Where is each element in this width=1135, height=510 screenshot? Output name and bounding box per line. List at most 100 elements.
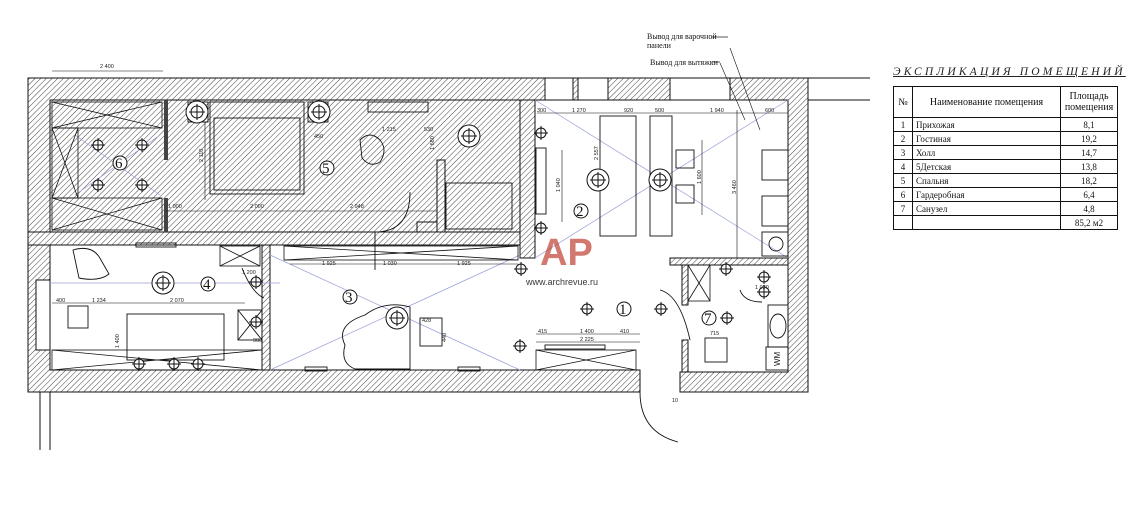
dim-label: 920 (624, 108, 633, 114)
dim-label: 2 000 (250, 204, 264, 210)
watermark-url: www.archrevue.ru (525, 277, 598, 287)
dim-label: 1 200 (242, 270, 256, 276)
row-num: 6 (893, 187, 913, 202)
dim-label: 2 400 (100, 64, 114, 70)
row-area: 4,8 (1060, 201, 1118, 216)
row-num: 4 (893, 159, 913, 174)
row-name: Холл (912, 145, 1061, 160)
row-name: Гостиная (912, 131, 1061, 146)
dim-label: 1 234 (92, 298, 106, 304)
dim-label: 1 400 (580, 329, 594, 335)
dim-label: 500 (655, 108, 664, 114)
room-schedule: ЭКСПЛИКАЦИЯ ПОМЕЩЕНИЙ № Наименование пом… (893, 66, 1126, 230)
dim-label: 428 (422, 318, 431, 324)
dim-label: 1 030 (383, 261, 397, 267)
watermark-logo: АР (540, 232, 593, 274)
dim-label: 1 940 (710, 108, 724, 114)
dimension-labels: 2 400 1 000 2 000 2 948 2 110 450 1 215 … (56, 64, 774, 404)
dim-label: 2 948 (350, 204, 364, 210)
washbasin (767, 304, 789, 348)
header-name: Наименование помещения (912, 86, 1061, 118)
schedule-title: ЭКСПЛИКАЦИЯ ПОМЕЩЕНИЙ (893, 66, 1126, 78)
dim-label: 10 (672, 398, 678, 404)
dim-label: 1 020 (755, 285, 769, 291)
row-num: 3 (893, 145, 913, 160)
dim-label: 600 (765, 108, 774, 114)
row-num: 5 (893, 173, 913, 188)
row-area: 14,7 (1060, 145, 1118, 160)
header-num: № (893, 86, 913, 118)
dim-label: 450 (314, 134, 323, 140)
dim-label: 1 400 (115, 334, 121, 348)
dim-label: 1 600 (697, 170, 703, 184)
dim-label: 1 925 (457, 261, 471, 267)
dim-label: 900 (253, 338, 262, 344)
dim-label: 1 270 (572, 108, 586, 114)
dim-label: 2 070 (170, 298, 184, 304)
dim-label: 400 (56, 298, 65, 304)
row-name: Санузел (912, 201, 1061, 216)
washing-machine (765, 346, 789, 371)
dimension-lines (52, 47, 788, 343)
grand-piano (342, 304, 411, 370)
row-num: 1 (893, 117, 913, 132)
row-num: 7 (893, 201, 913, 216)
row-area: 6,4 (1060, 187, 1118, 202)
dim-label: 2 225 (580, 337, 594, 343)
room-number-3: 3 (345, 290, 353, 306)
room-markers: 6 5 4 3 2 1 7 WM (112, 155, 782, 366)
row-area: 18,2 (1060, 173, 1118, 188)
annotations: Вывод для варочной панели Вывод для вытя… (647, 32, 728, 67)
dim-label: 440 (442, 333, 448, 342)
row-area: 19,2 (1060, 131, 1118, 146)
walls (27, 77, 870, 450)
dim-label: 1 680 (430, 136, 436, 150)
room-number-7: 7 (704, 311, 712, 327)
hob (761, 149, 789, 181)
dim-label: 3 460 (732, 180, 738, 194)
row-area: 8,1 (1060, 117, 1118, 132)
dim-label: 2 110 (199, 149, 205, 162)
toilet (704, 337, 728, 363)
dim-label: 300 (537, 108, 546, 114)
bed (209, 101, 305, 195)
total-area: 85,2 м2 (1060, 215, 1118, 230)
room-number-1: 1 (619, 302, 627, 318)
row-name: Спальня (912, 173, 1061, 188)
row-name: Прихожая (912, 117, 1061, 132)
hob-outlet-label: Вывод для варочной (647, 32, 717, 41)
row-num: 2 (893, 131, 913, 146)
dim-label: 1 000 (168, 204, 182, 210)
dim-label: 530 (424, 127, 433, 133)
armchair (72, 247, 110, 280)
child-bed (126, 313, 225, 361)
dim-label: 715 (710, 331, 719, 337)
row-area: 13,8 (1060, 159, 1118, 174)
room-number-5: 5 (322, 161, 330, 177)
dim-label: 1 925 (322, 261, 336, 267)
total-row: 85,2 м2 (893, 215, 1118, 230)
doors (241, 191, 691, 443)
hob-outlet-label-line2: панели (647, 41, 672, 50)
dim-label: 415 (538, 329, 547, 335)
room-number-2: 2 (576, 204, 584, 220)
hood-outlet-label: Вывод для вытяжки (650, 58, 719, 67)
dim-label: 410 (620, 329, 629, 335)
dim-label: 2 557 (594, 146, 600, 160)
watermark: АР www.archrevue.ru (525, 232, 598, 287)
schedule-table: № Наименование помещения Площадь помещен… (893, 86, 1118, 230)
sink (761, 195, 789, 227)
dim-label: 1 040 (556, 178, 562, 192)
washing-machine-label: WM (773, 351, 782, 366)
row-name: 5Детская (912, 159, 1061, 174)
header-area: Площадь помещения (1060, 86, 1118, 118)
row-name: Гардеробная (912, 187, 1061, 202)
